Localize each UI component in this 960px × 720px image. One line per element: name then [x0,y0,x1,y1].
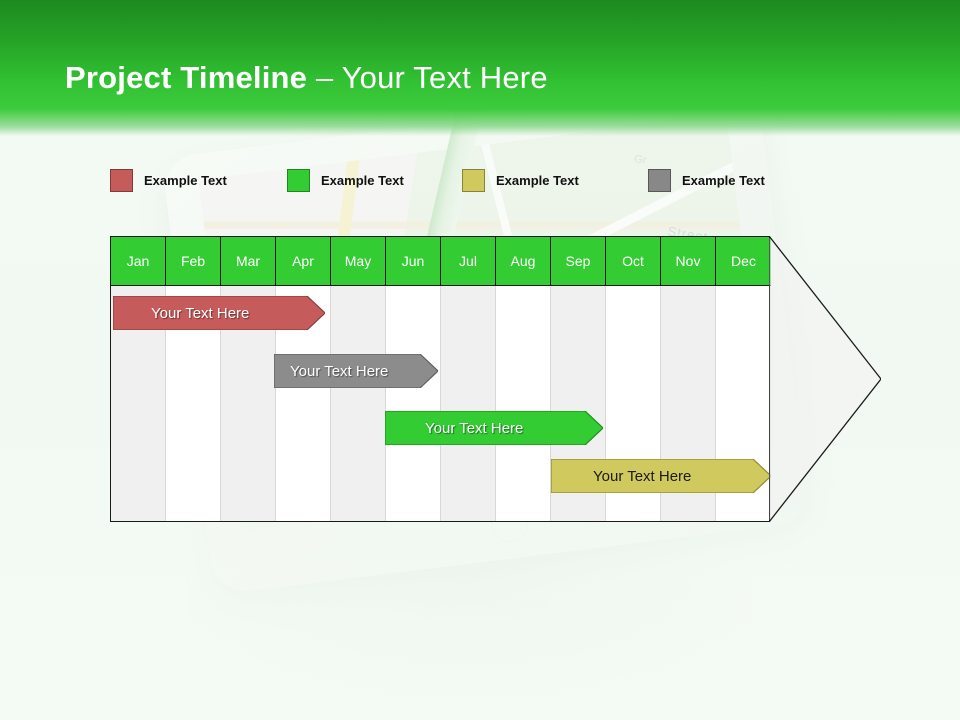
month-header-dec[interactable]: Dec [716,237,771,285]
month-header-jun[interactable]: Jun [386,237,441,285]
header-band [0,0,960,136]
legend-item-1[interactable]: Example Text [110,168,227,192]
arrow-shape [769,236,881,522]
month-header-row: Jan Feb Mar Apr May Jun Jul Aug Sep Oct … [111,237,771,285]
legend-swatch-icon [287,168,310,192]
legend-item-label: Example Text [144,172,227,188]
task-bar-label: Your Text Here [593,467,692,485]
month-column-oct [606,237,661,521]
legend-item-3[interactable]: Example Text [462,168,579,192]
task-bar-2[interactable]: Your Text Here [274,354,454,388]
task-bar-shape [113,296,325,330]
timeline-grid: Jan Feb Mar Apr May Jun Jul Aug Sep Oct … [110,236,771,522]
month-header-aug[interactable]: Aug [496,237,551,285]
legend-swatch-icon [462,168,485,192]
month-column-feb [166,237,221,521]
task-bar-label: Your Text Here [290,362,389,380]
legend-item-label: Example Text [682,172,765,188]
page-title: Project Timeline – Your Text Here [65,60,548,96]
task-bar-shape [551,459,771,493]
legend-item-2[interactable]: Example Text [287,168,404,192]
month-header-oct[interactable]: Oct [606,237,661,285]
month-header-nov[interactable]: Nov [661,237,716,285]
timeline-chart: Jan Feb Mar Apr May Jun Jul Aug Sep Oct … [110,236,771,522]
month-column-aug [496,237,551,521]
legend-item-4[interactable]: Example Text [648,168,765,192]
month-header-jul[interactable]: Jul [441,237,496,285]
legend: Example Text Example Text Example Text E… [110,168,830,194]
month-header-may[interactable]: May [331,237,386,285]
month-header-sep[interactable]: Sep [551,237,606,285]
month-header-jan[interactable]: Jan [111,237,166,285]
header-divider [111,285,771,287]
month-header-mar[interactable]: Mar [221,237,276,285]
page-title-light: – Your Text Here [307,60,548,95]
legend-swatch-icon [648,168,671,192]
month-column-jun [386,237,441,521]
task-bar-shape [385,411,603,445]
legend-item-label: Example Text [321,172,404,188]
task-bar-shape [274,354,438,388]
month-header-apr[interactable]: Apr [276,237,331,285]
task-bar-1[interactable]: Your Text Here [113,296,363,330]
task-bar-4[interactable]: Your Text Here [551,459,813,493]
month-header-feb[interactable]: Feb [166,237,221,285]
timeline-arrow-head [769,236,881,522]
task-bar-label: Your Text Here [151,304,250,322]
page-title-strong: Project Timeline [65,60,308,95]
legend-swatch-icon [110,168,133,192]
task-bar-label: Your Text Here [425,419,524,437]
legend-item-label: Example Text [496,172,579,188]
task-bar-3[interactable]: Your Text Here [385,411,643,445]
